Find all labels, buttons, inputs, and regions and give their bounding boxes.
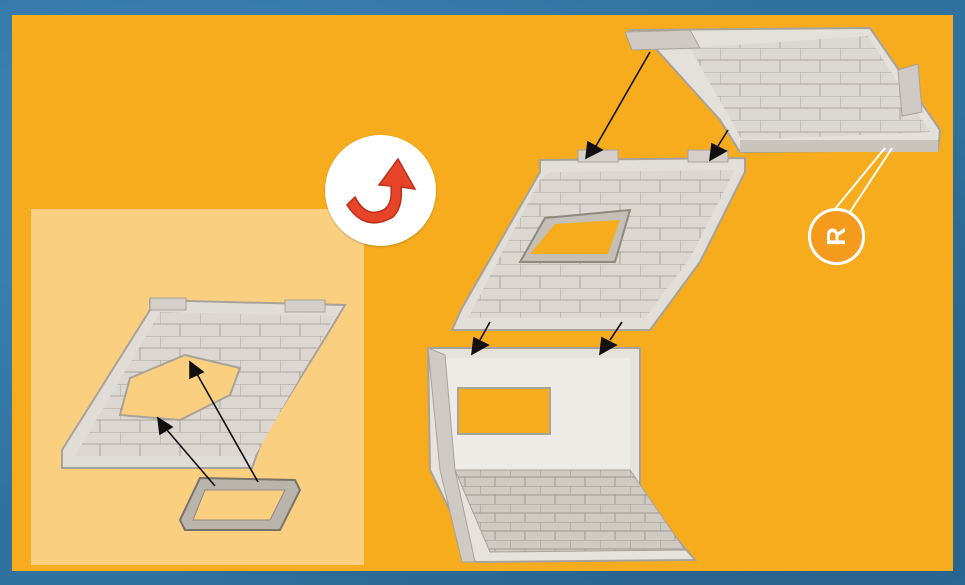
r-badge-label: R bbox=[821, 227, 852, 246]
badge-callout bbox=[830, 148, 892, 215]
window-wall-panel bbox=[452, 150, 745, 330]
inset-window-frame bbox=[180, 478, 300, 530]
r-badge: R bbox=[808, 208, 865, 265]
inset-wall-panel bbox=[62, 298, 345, 468]
rotate-badge bbox=[325, 135, 436, 246]
base-wall-panel bbox=[428, 348, 695, 562]
roof-panel bbox=[625, 28, 940, 152]
rotate-arrow-icon bbox=[325, 135, 436, 246]
